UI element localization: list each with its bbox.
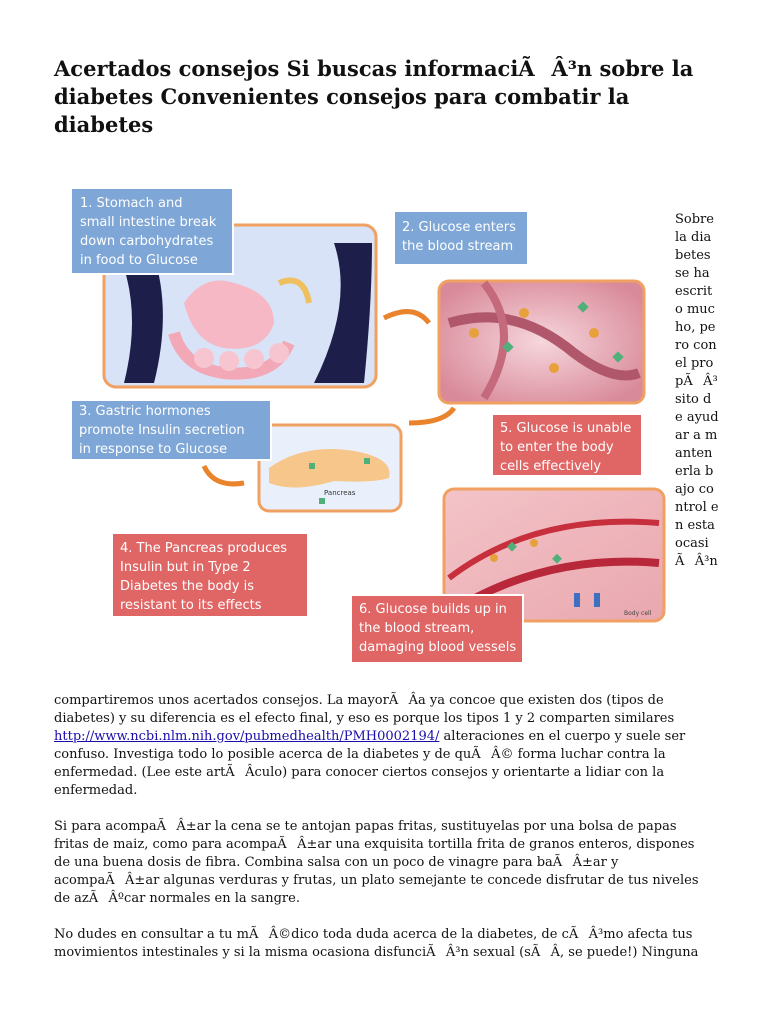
- pancreas-panel: Pancreas: [257, 423, 403, 513]
- arrow-1: [382, 309, 431, 325]
- step4-line3: Diabetes the body is: [120, 579, 254, 594]
- side-paragraph: Sobre la diabetes se ha escrito mucho, p…: [675, 212, 719, 569]
- arrow-3: [408, 406, 457, 426]
- arrow-2: [201, 464, 245, 487]
- step1-line4: in food to Glucose: [80, 253, 198, 268]
- pancreas-label: Pancreas: [324, 489, 356, 497]
- ncbi-link[interactable]: http://www.ncbi.nlm.nih.gov/pubmedhealth…: [54, 729, 440, 744]
- body-cell-label: Body cell: [624, 610, 652, 617]
- article-body: compartiremos unos acertados consejos. L…: [54, 692, 714, 980]
- paragraph-1-end: alteraciones en el cuerpo y suele ser co…: [54, 729, 686, 798]
- step6-line3: damaging blood vessels: [359, 640, 516, 655]
- step6-line2: the blood stream,: [359, 621, 474, 636]
- step3-line2: promote Insulin secretion: [79, 423, 245, 438]
- step1-line1: 1. Stomach and: [80, 196, 182, 211]
- paragraph-2: Si para acompaÃÂ±ar la cena se te antoj…: [54, 819, 699, 906]
- paragraph-1-start: compartiremos unos acertados consejos. L…: [54, 693, 675, 726]
- step2-line2: the blood stream: [402, 239, 513, 254]
- paragraph-3: No dudes en consultar a tu mÃÂ©dico tod…: [54, 927, 699, 960]
- step4-line4: resistant to its effects: [120, 598, 262, 613]
- step6-line1: 6. Glucose builds up in: [359, 602, 507, 617]
- step1-line2: small intestine break: [80, 215, 217, 230]
- step4-line2: Insulin but in Type 2: [120, 560, 251, 575]
- step2-line1: 2. Glucose enters: [402, 220, 516, 235]
- paragraph-1: compartiremos unos acertados consejos. L…: [54, 692, 714, 800]
- step5-line1: 5. Glucose is unable: [500, 421, 631, 436]
- diabetes-infographic: Pancreas Body cell 1. Stomach and small …: [70, 187, 666, 664]
- blood-stream-panel: [437, 279, 646, 405]
- step4-line1: 4. The Pancreas produces: [120, 541, 287, 556]
- article-title: Acertados consejos Si buscas informaciÃ…: [54, 56, 694, 137]
- step5-line2: to enter the body: [500, 440, 614, 455]
- step1-line3: down carbohydrates: [80, 234, 213, 249]
- step5-line3: cells effectively: [500, 459, 601, 474]
- step3-line1: 3. Gastric hormones: [79, 404, 211, 419]
- step3-line3: in response to Glucose: [79, 442, 227, 457]
